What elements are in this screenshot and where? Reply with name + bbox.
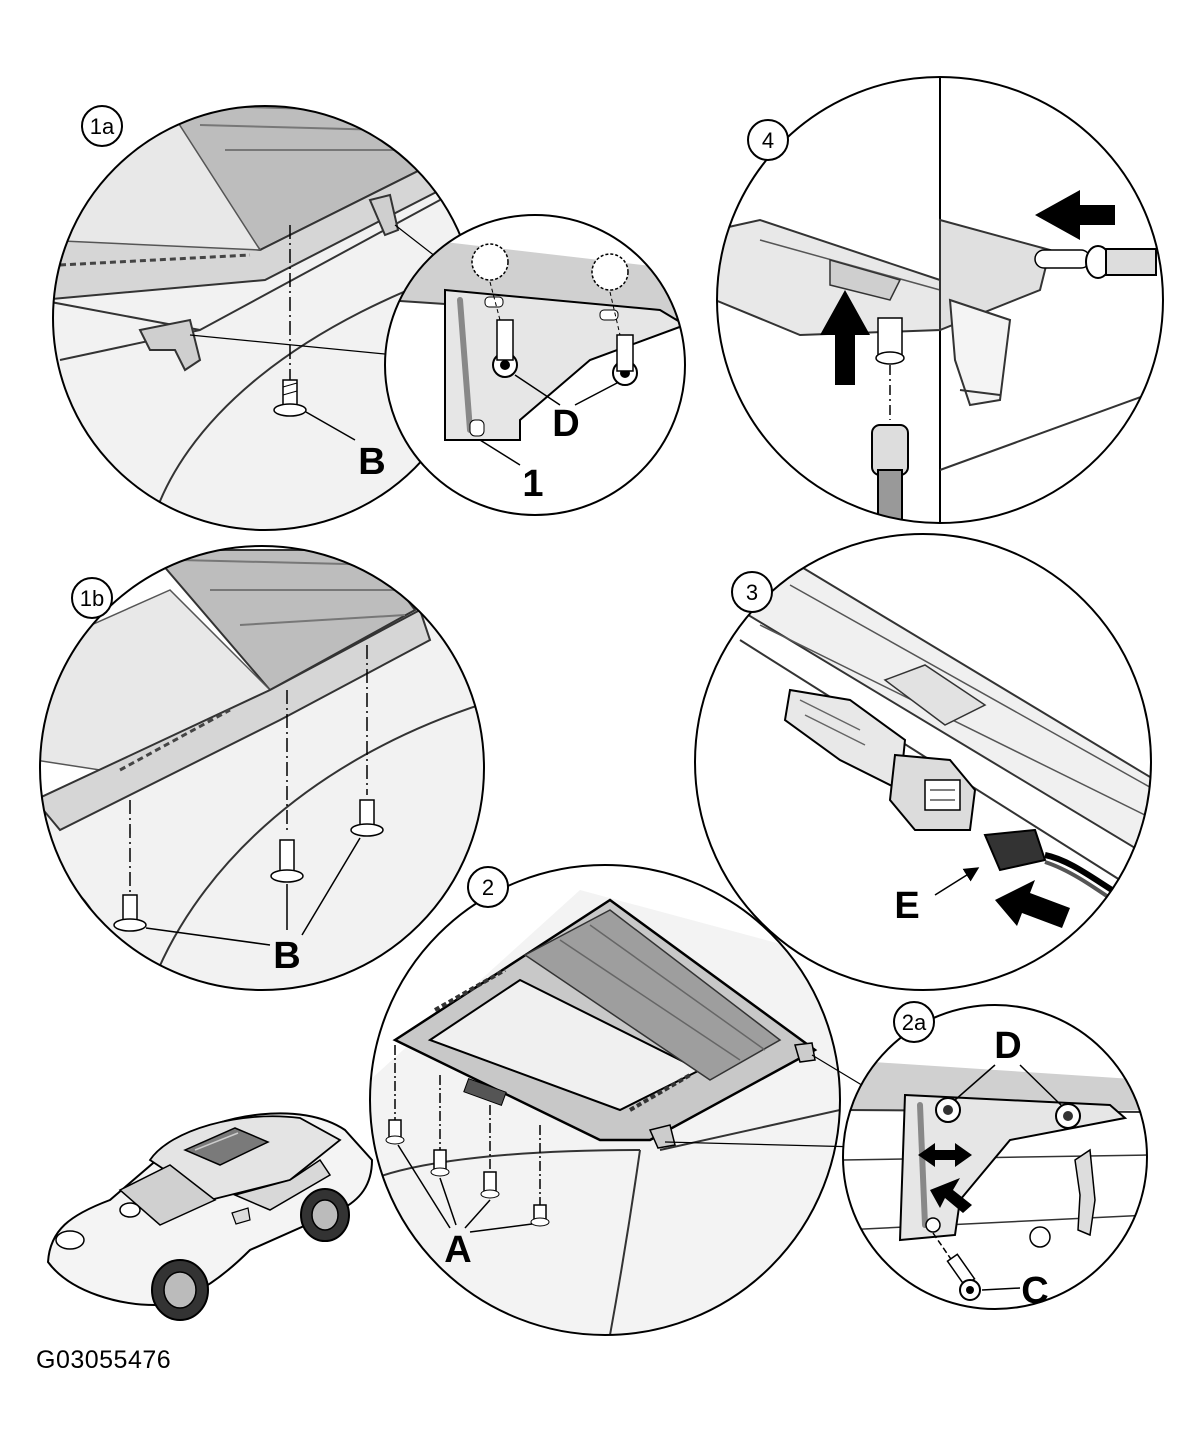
label-D-2a: D <box>994 1025 1021 1067</box>
car-illustration <box>46 1112 374 1321</box>
label-B-1b: B <box>273 935 300 977</box>
label-E-3: E <box>894 885 919 927</box>
panel-1a-number: 1a <box>90 114 115 139</box>
panel-2-number: 2 <box>482 875 494 900</box>
label-A-2: A <box>444 1229 471 1271</box>
document-id: G03055476 <box>36 1346 172 1374</box>
label-1-1a: 1 <box>522 463 543 505</box>
panel-1b-number: 1b <box>80 586 104 611</box>
panel-1b: 1b B <box>39 545 485 991</box>
panel-4: 4 <box>716 76 1164 524</box>
panel-3: 3 E <box>694 533 1152 991</box>
panel-3-number: 3 <box>746 580 758 605</box>
label-B-1a: B <box>358 441 385 483</box>
panel-2a: 2a D C <box>842 1001 1148 1312</box>
panel-2: 2 A <box>369 864 871 1336</box>
panel-2a-number: 2a <box>902 1010 927 1035</box>
panel-4-number: 4 <box>762 128 774 153</box>
label-C-2a: C <box>1021 1270 1048 1312</box>
label-D-1a: D <box>552 403 579 445</box>
panel-1a: 1a B <box>52 105 686 531</box>
